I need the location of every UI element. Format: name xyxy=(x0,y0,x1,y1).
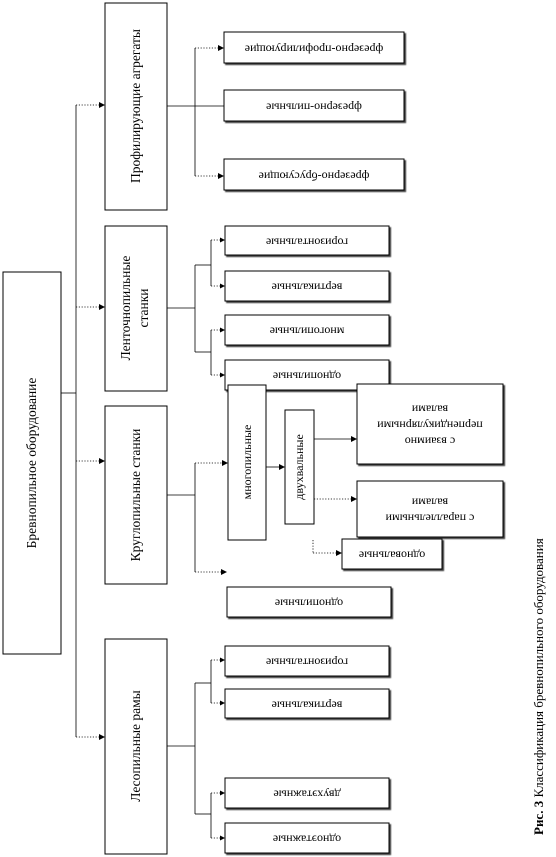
multi-saw-label: многопильные xyxy=(240,425,254,500)
arrow-icon xyxy=(99,102,105,108)
single-shaft-label: одновальные xyxy=(359,548,425,562)
circular-box xyxy=(104,405,168,585)
circular-title: Круглопильные станки xyxy=(128,429,143,562)
perpendicular-line-2: валами xyxy=(411,402,448,416)
multi-saw-box xyxy=(227,384,267,541)
arrow-icon xyxy=(220,237,225,243)
arrow-icon xyxy=(218,45,224,51)
arrow-icon xyxy=(99,304,105,310)
caption-text: Классификация бревнопильного оборудовани… xyxy=(531,538,546,801)
leaf-label-band-0: горизонтальные xyxy=(266,235,348,249)
leaf-box-profiling-0 xyxy=(223,31,405,64)
leaf-box-band-2 xyxy=(224,314,390,346)
leaf-box-frames-0 xyxy=(224,645,390,677)
arrow-icon xyxy=(351,436,357,442)
profiling-box xyxy=(104,2,168,211)
leaf-box-frames-3 xyxy=(224,822,390,854)
band-title-line1: Ленточнопильные xyxy=(118,256,133,361)
frames-box xyxy=(104,638,168,855)
leaf-label-band-3: однопильные xyxy=(273,369,341,383)
caption-prefix: Рис. 3 xyxy=(531,800,546,835)
arrow-icon xyxy=(220,835,225,841)
leaf-label-frames-2: двухэтажные xyxy=(273,787,340,801)
leaf-label-profiling-0: фрезерно-профилирующие xyxy=(245,42,384,56)
arrow-icon xyxy=(218,173,224,179)
band-box xyxy=(104,225,168,392)
arrow-icon xyxy=(222,460,228,466)
double-shaft-box xyxy=(284,409,315,525)
profiling-title: Профилирующие агрегаты xyxy=(128,29,143,183)
band-title-line2: станки xyxy=(136,288,151,327)
arrow-icon xyxy=(221,569,227,575)
perpendicular-line-1: перпендикулярными xyxy=(377,418,483,432)
leaf-box-frames-1 xyxy=(224,688,390,719)
arrow-icon xyxy=(220,700,225,706)
perpendicular-shafts-box xyxy=(356,383,504,465)
leaf-box-band-0 xyxy=(224,225,390,256)
root-label: Бревнопильное оборудование xyxy=(24,378,39,549)
leaf-box-frames-2 xyxy=(224,777,390,809)
single-saw-label: однопильные xyxy=(275,596,343,610)
figure-caption: Рис. 3 Классификация бревнопильного обор… xyxy=(531,538,546,835)
leaf-label-band-1: вертикальные xyxy=(272,280,343,294)
leaf-label-band-2: многопильные xyxy=(270,324,345,338)
arrow-icon xyxy=(99,734,105,740)
arrow-icon xyxy=(351,496,357,502)
frames-title: Лесопильные рамы xyxy=(128,690,143,802)
parallel-shafts-box xyxy=(356,480,504,538)
single-shaft-box xyxy=(341,538,443,570)
arrow-icon xyxy=(220,790,225,796)
parallel-line-1: валами xyxy=(411,495,448,509)
double-shaft-label: двухвальные xyxy=(292,434,306,500)
leaf-label-frames-1: вертикальные xyxy=(272,698,343,712)
leaf-box-profiling-2 xyxy=(223,158,405,191)
arrow-icon xyxy=(220,327,225,333)
perpendicular-line-0: с взаимно xyxy=(405,434,456,448)
leaf-label-frames-0: горизонтальные xyxy=(266,655,348,669)
arrow-icon xyxy=(220,657,225,663)
single-saw-box xyxy=(226,586,392,618)
leaf-box-band-1 xyxy=(224,270,390,302)
leaf-label-profiling-1: фрезерно-пильные xyxy=(266,100,362,114)
leaf-label-frames-3: одноэтажные xyxy=(273,832,341,846)
arrow-icon xyxy=(336,550,342,556)
leaf-label-profiling-2: фрезерно-брусующие xyxy=(259,169,370,183)
parallel-line-0: с параллельными xyxy=(385,511,474,525)
arrow-icon xyxy=(220,283,225,289)
arrow-icon xyxy=(279,464,285,470)
leaf-box-profiling-1 xyxy=(223,89,405,122)
arrow-icon xyxy=(99,458,105,464)
root-box xyxy=(2,271,62,655)
arrow-icon xyxy=(220,372,225,378)
